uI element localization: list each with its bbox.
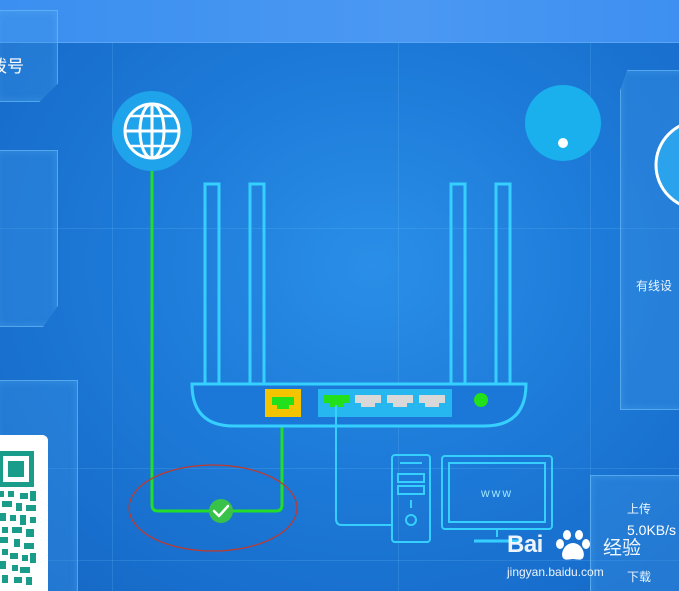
baidu-jingyan-watermark: Bai 经验 jingyan.baidu.com [503,527,673,587]
wired-devices-label: 有线设 [636,279,673,293]
globe-icon[interactable] [112,91,192,171]
power-led-icon [474,393,488,407]
lan-port-1[interactable] [323,395,349,407]
qr-code-icon [0,435,48,591]
check-circle-icon [209,499,233,523]
left-info-panel[interactable] [0,150,58,327]
paw-logo-icon [556,530,590,560]
lan-port-4[interactable] [419,395,445,407]
monitor-www-text: www [480,486,513,500]
grid-line [0,560,679,561]
wired-devices-icon[interactable] [654,121,679,209]
annotation-ellipse [128,464,298,552]
grid-line [112,42,113,591]
upload-speed-value: 5.0KB/s [627,522,677,538]
traffic-panel[interactable] [590,475,679,591]
desktop-computer-icon[interactable] [391,454,431,543]
grid-line [0,468,679,469]
grid-line [590,42,591,591]
lan-cable-line [335,405,392,526]
top-bar [0,0,679,43]
watermark-brand-cn: 经验 [603,538,642,559]
wan-port[interactable] [265,389,301,417]
dialup-panel[interactable] [0,10,58,102]
monitor-icon[interactable] [441,455,553,543]
lan-port-2[interactable] [355,395,381,407]
grid-line [0,228,679,229]
qr-code-card[interactable] [0,435,48,591]
upload-label: 上传 [627,502,652,516]
wireless-device-icon[interactable] [525,85,601,161]
dialup-panel-label: 拨号 [0,57,24,76]
watermark-brand: Bai [507,531,543,558]
wired-devices-panel[interactable] [620,70,679,410]
grid-line [398,42,399,591]
watermark-url: jingyan.baidu.com [507,565,604,579]
download-label: 下载 [627,570,652,584]
lan-port-3[interactable] [387,395,413,407]
